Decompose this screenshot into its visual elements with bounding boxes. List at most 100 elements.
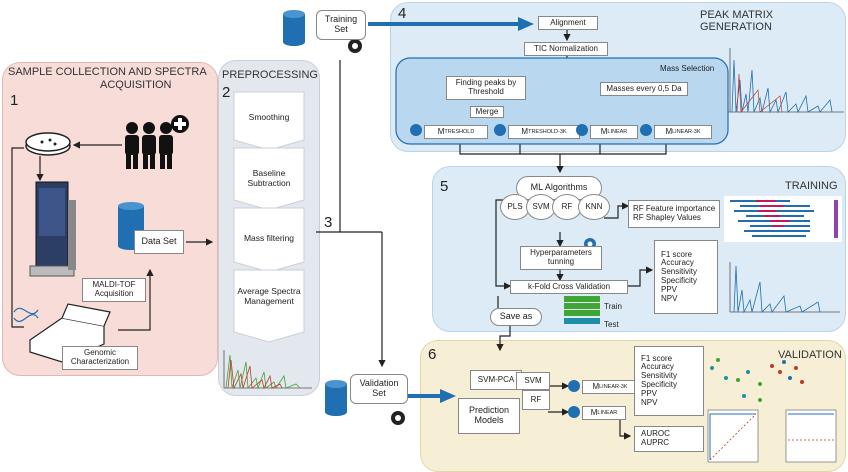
algo-rf: RF xyxy=(552,194,582,220)
m-linear3k-icon xyxy=(640,124,652,136)
val-m3k-m: M xyxy=(592,381,600,391)
val-ml-sub: LINEAR xyxy=(597,409,618,416)
rf-shapley-label: RF Shapley Values xyxy=(633,213,701,222)
prc-curve-thumbnail xyxy=(785,409,837,463)
masses-box: Masses every 0,5 Da xyxy=(600,82,688,96)
rf-importance-box: RF Feature importance RF Shapley Values xyxy=(628,200,720,228)
panel5-number: 5 xyxy=(440,178,449,195)
split-number: 3 xyxy=(324,214,333,231)
mass-selection-label: Mass Selection xyxy=(660,64,715,73)
m-threshold3k-m: M xyxy=(521,126,529,136)
hyper-line2: tunning xyxy=(547,257,575,266)
train-test-split-bars xyxy=(564,296,600,324)
val-ml-m: M xyxy=(590,407,598,417)
rf-importance-label: RF Feature importance xyxy=(633,204,716,214)
panel-training xyxy=(432,166,846,332)
training-metric-f1: F1 score xyxy=(661,249,693,259)
panel1-number: 1 xyxy=(10,92,19,109)
preprocessing-step-smoothing: Smoothing xyxy=(248,112,290,122)
m-linear3k-m: M xyxy=(665,126,673,136)
kfold-box: k-Fold Cross Validation xyxy=(510,280,628,294)
panel6-number: 6 xyxy=(428,346,437,363)
finding-peaks-box: Finding peaks by Threshold xyxy=(446,76,526,100)
m-linear3k-sub: LINEAR-3K xyxy=(672,128,701,135)
svm-pca-box: SVM-PCA xyxy=(470,370,522,390)
peak-spectra-thumbnail xyxy=(728,48,844,114)
validation-metric-specificity: Specificity xyxy=(641,380,678,389)
petri-dish-icon xyxy=(25,132,71,156)
maldi-label-line1: MALDI-TOF xyxy=(92,280,136,290)
save-as-box: Save as xyxy=(490,308,542,326)
panel1-title-line1: SAMPLE COLLECTION AND SPECTRA xyxy=(8,66,207,78)
m-linear-sub: LINEAR xyxy=(607,128,628,135)
auroc-auprc-box: AUROC AUPRC xyxy=(634,426,704,452)
preprocessed-spectra-thumbnail xyxy=(223,350,312,390)
algo-pls: PLS xyxy=(500,194,530,220)
genomic-label-line1: Genomic xyxy=(83,348,116,358)
data-set-box: Data Set xyxy=(134,230,184,254)
test-label: Test xyxy=(604,320,619,329)
training-set-line1: Training xyxy=(324,14,358,25)
algo-knn: KNN xyxy=(578,194,610,220)
validation-metric-f1: F1 score xyxy=(641,353,673,363)
training-metric-ppv: PPV xyxy=(661,284,678,294)
panel4-title: PEAK MATRIX GENERATION xyxy=(700,9,774,33)
training-set-line2: Set xyxy=(334,24,348,34)
panel4-number: 4 xyxy=(398,5,407,22)
finding-peaks-line2: Threshold xyxy=(468,87,504,96)
prediction-line1: Prediction xyxy=(468,405,510,416)
panel1-title-line2: ACQUISITION xyxy=(100,79,172,91)
panel2-number: 2 xyxy=(222,84,231,101)
training-metric-sensitivity: Sensitivity xyxy=(661,267,698,277)
training-set-database-icon xyxy=(283,10,305,46)
genomic-label-line2: Characterization xyxy=(70,357,130,366)
validation-set-database-icon xyxy=(325,380,347,416)
finding-peaks-line1: Finding peaks by xyxy=(455,78,517,88)
preprocessing-step-mass-filtering: Mass filtering xyxy=(243,233,295,243)
maldi-label-line2: Acquisition xyxy=(94,289,134,298)
validation-set-line1: Validation xyxy=(359,378,399,389)
training-metric-specificity: Specificity xyxy=(661,276,698,285)
panel2-title: PREPROCESSING xyxy=(222,69,318,81)
prediction-models-box: Prediction Models xyxy=(458,398,520,434)
validation-metric-ppv: PPV xyxy=(641,388,658,398)
maldi-acquisition-label: MALDI-TOF Acquisition xyxy=(82,278,146,302)
patients-icon xyxy=(125,115,189,169)
validation-metric-npv: NPV xyxy=(641,397,658,407)
m-threshold-icon xyxy=(410,124,422,136)
rf-box: RF xyxy=(522,390,550,410)
panel6-title: VALIDATION xyxy=(778,349,842,361)
genomic-characterization-label: Genomic Characterization xyxy=(62,346,138,370)
merge-box: Merge xyxy=(470,106,504,118)
m-linear-icon xyxy=(576,124,588,136)
validation-metrics-box: F1 score Accuracy Sensitivity Specificit… xyxy=(634,346,704,416)
m-threshold3k-icon xyxy=(494,124,506,136)
preprocessing-chevrons xyxy=(233,91,305,343)
blue-arrow-to-alignment xyxy=(368,17,534,31)
preprocessing-step-baseline: Baseline Subtraction xyxy=(247,168,291,188)
m-linear-m: M xyxy=(600,126,608,136)
train-label: Train xyxy=(604,302,622,311)
roc-curve-thumbnail xyxy=(707,409,759,463)
validation-scatter-thumbnail xyxy=(710,358,804,402)
training-metrics-box: F1 score Accuracy Sensitivity Specificit… xyxy=(654,240,718,314)
training-metric-npv: NPV xyxy=(661,293,678,303)
auroc-label: AUROC xyxy=(641,429,670,439)
maldi-instrument-icon xyxy=(29,181,76,277)
validation-set-box: Validation Set xyxy=(350,374,408,404)
validation-metric-accuracy: Accuracy xyxy=(641,362,674,372)
m-threshold3k-sub: TRESHOLD-3K xyxy=(528,128,567,135)
m-threshold-sub: TRESHOLD xyxy=(444,128,475,135)
training-metric-accuracy: Accuracy xyxy=(661,258,694,268)
alignment-box: Alignment xyxy=(538,16,598,30)
auprc-label: AUPRC xyxy=(641,438,670,447)
validation-metric-sensitivity: Sensitivity xyxy=(641,371,678,381)
training-set-box: Training Set xyxy=(316,10,366,40)
blue-arrow-to-validation xyxy=(408,389,456,403)
hyper-line1: Hyperparameters xyxy=(530,248,592,258)
